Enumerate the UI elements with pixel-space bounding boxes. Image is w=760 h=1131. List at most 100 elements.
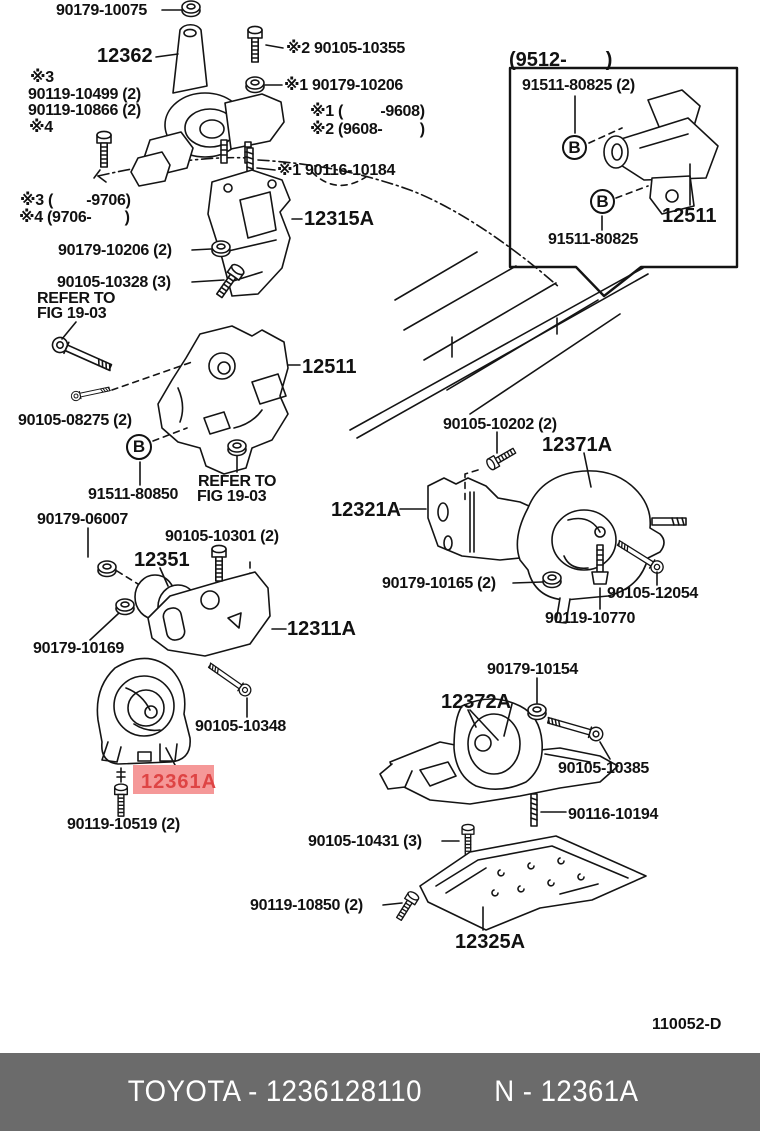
leader-90105-10385 bbox=[599, 741, 611, 760]
part-label-12351: 12351 bbox=[134, 549, 190, 571]
leader-b-left bbox=[152, 427, 188, 442]
bolt-icon bbox=[96, 130, 112, 168]
part-label-90179-10206: ※1 90179-10206 bbox=[284, 77, 404, 94]
part-12315a-drawing bbox=[207, 169, 303, 297]
bolt-90119-10770 bbox=[591, 544, 609, 610]
bolt-icon bbox=[393, 889, 421, 923]
part-label-90105-12054: 90105-12054 bbox=[607, 585, 699, 602]
part-label-90105-10202: 90105-10202 (2) bbox=[443, 416, 557, 433]
refer-note-2-line1: REFER TO bbox=[198, 473, 277, 490]
bolt-icon bbox=[247, 25, 263, 63]
part-label-90105-10301: 90105-10301 (2) bbox=[165, 528, 279, 545]
part-label-90179-10075: 90179-10075 bbox=[56, 2, 148, 19]
part-label-12315a: 12315A bbox=[304, 208, 375, 230]
diagram-artwork bbox=[49, 0, 739, 931]
nut-icon bbox=[527, 703, 547, 721]
leader-90116-10184 bbox=[256, 167, 276, 171]
part-label-90105-10355: ※2 90105-10355 bbox=[286, 40, 406, 57]
part-label-91511-80850: 91511-80850 bbox=[88, 486, 179, 503]
part-12325a-drawing bbox=[419, 835, 647, 931]
ref-mark-3: ※3 bbox=[30, 69, 54, 86]
part-label-12372a: 12372A bbox=[441, 691, 512, 713]
footer-bar: TOYOTA - 1236128110 N - 12361A bbox=[0, 1053, 760, 1131]
nut-icon bbox=[227, 439, 247, 457]
bolt-icon bbox=[461, 823, 475, 856]
part-label-90116-10184: ※1 90116-10184 bbox=[277, 162, 396, 179]
part-label-90105-10431: 90105-10431 (3) bbox=[308, 833, 422, 850]
bolt-icon bbox=[69, 383, 112, 403]
part-label-90119-10866: 90119-10866 (2) bbox=[28, 102, 141, 119]
leader-12362 bbox=[155, 53, 179, 58]
part-label-12362: 12362 bbox=[97, 45, 153, 67]
part-label-90119-10850: 90119-10850 (2) bbox=[250, 897, 363, 914]
part-label-90105-10328: 90105-10328 (3) bbox=[57, 274, 171, 291]
nut-icon bbox=[542, 571, 562, 589]
part-label-91511-80825-2: 91511-80825 (2) bbox=[522, 77, 635, 94]
date-range-9706-before: ※3 ( -9706) bbox=[20, 192, 131, 209]
part-label-12311a: 12311A bbox=[287, 618, 356, 640]
footer-part-ref: N - 12361A bbox=[494, 1075, 639, 1108]
date-range-9608-before: ※1 ( -9608) bbox=[310, 103, 425, 120]
part-label-12321a: 12321A bbox=[331, 499, 402, 521]
leader-refer-fig bbox=[61, 321, 77, 340]
part-label-90179-10165: 90179-10165 (2) bbox=[382, 575, 496, 592]
part-label-90179-06007: 90179-06007 bbox=[37, 511, 129, 528]
bolt-icon bbox=[484, 444, 519, 472]
highlight-box-12361a bbox=[133, 765, 214, 794]
part-label-12371a: 12371A bbox=[542, 434, 613, 456]
leader-90105-10355 bbox=[265, 44, 284, 49]
leader-90119-10850 bbox=[382, 902, 403, 906]
leader-90105-08275 bbox=[111, 361, 193, 391]
long-bolt-icon bbox=[544, 712, 606, 744]
part-12361-drawing bbox=[96, 657, 191, 766]
stud-icon bbox=[530, 793, 538, 827]
long-bolt-icon bbox=[205, 659, 254, 699]
date-range-9706-after: ※4 (9706- ) bbox=[19, 209, 130, 226]
bolt-thread-detail bbox=[116, 767, 126, 783]
part-label-12511-right: 12511 bbox=[662, 205, 717, 227]
part-12371a-drawing bbox=[516, 452, 687, 624]
refer-note-1-line2: FIG 19-03 bbox=[37, 305, 107, 322]
part-label-90179-10206-2: 90179-10206 (2) bbox=[58, 242, 172, 259]
bolt-icon bbox=[211, 544, 227, 582]
part-label-90119-10499: 90119-10499 (2) bbox=[28, 86, 141, 103]
marker-b-box-2: B bbox=[590, 189, 615, 214]
part-label-12511-left: 12511 bbox=[302, 356, 357, 378]
part-12362-drawing bbox=[130, 23, 285, 187]
nut-icon bbox=[245, 76, 265, 94]
marker-b-left: B bbox=[126, 434, 152, 460]
date-range-9608-after: ※2 (9608- ) bbox=[310, 121, 425, 138]
part-label-90119-10770: 90119-10770 bbox=[545, 610, 636, 627]
nut-icon bbox=[211, 240, 231, 258]
part-label-12325a: 12325A bbox=[455, 931, 526, 953]
nut-icon bbox=[181, 0, 201, 18]
long-bolt-icon bbox=[49, 334, 116, 376]
figure-code: 110052-D bbox=[652, 1016, 722, 1033]
leader-90179-10165 bbox=[512, 581, 543, 584]
part-label-90179-10154: 90179-10154 bbox=[487, 661, 579, 678]
box-9512 bbox=[508, 66, 739, 298]
refer-note-1-line1: REFER TO bbox=[37, 290, 116, 307]
refer-note-2-line2: FIG 19-03 bbox=[197, 488, 267, 505]
part-label-90105-10385: 90105-10385 bbox=[558, 760, 650, 777]
leader-dash-10202 bbox=[464, 469, 479, 501]
leader-90179-10206-2 bbox=[191, 248, 212, 251]
part-label-90119-10519: 90119-10519 (2) bbox=[67, 816, 180, 833]
part-12511-right-drawing bbox=[574, 89, 719, 231]
leader-90105-10328 bbox=[191, 279, 225, 283]
part-label-91511-80825: 91511-80825 bbox=[548, 231, 639, 248]
nut-icon bbox=[115, 598, 135, 616]
ref-mark-4: ※4 bbox=[29, 119, 53, 136]
part-label-90105-10348: 90105-10348 bbox=[195, 718, 287, 735]
part-label-12361a-highlighted: 12361A bbox=[141, 771, 218, 793]
nut-icon bbox=[97, 560, 117, 578]
part-label-90116-10194: 90116-10194 bbox=[568, 806, 659, 823]
footer-brand-part-number: TOYOTA - 1236128110 bbox=[127, 1075, 422, 1108]
part-12372a-drawing bbox=[379, 698, 619, 805]
date-range-9512: (9512- ) bbox=[509, 49, 613, 71]
part-label-90105-08275: 90105-08275 (2) bbox=[18, 412, 132, 429]
bolt-icon bbox=[113, 783, 129, 817]
part-label-90179-10169: 90179-10169 bbox=[33, 640, 125, 657]
part-12351-12311a-drawing bbox=[87, 527, 287, 657]
